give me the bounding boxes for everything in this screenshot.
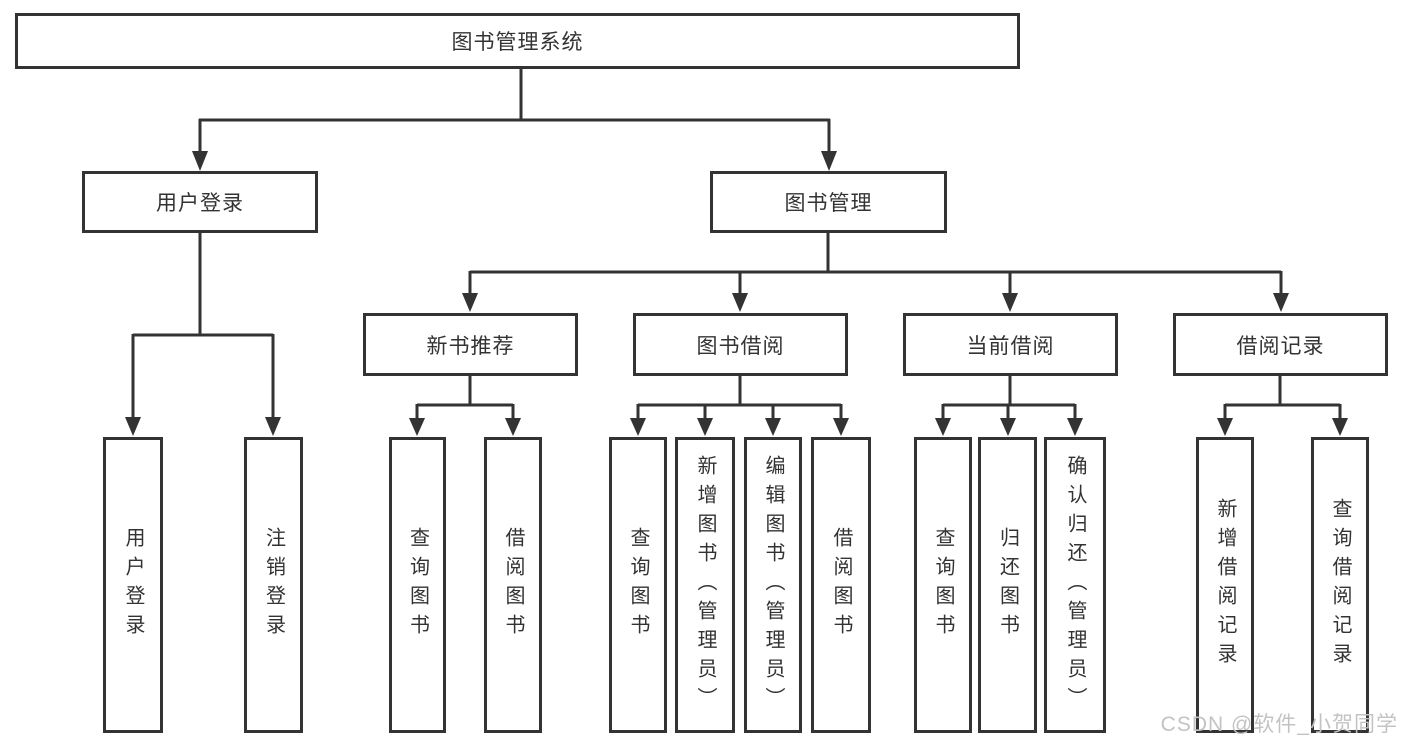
node-label: 查询图书	[627, 527, 649, 643]
node-label: 查询图书	[932, 527, 954, 643]
leaf-borrow-books-recommend: 借阅图书	[484, 437, 542, 733]
node-library-management-system: 图书管理系统	[15, 13, 1020, 69]
leaf-query-books-borrow: 查询图书	[609, 437, 667, 733]
leaf-return-book: 归还图书	[978, 437, 1037, 733]
node-label: 查询借阅记录	[1329, 498, 1351, 672]
node-label: 查询图书	[406, 527, 429, 643]
node-label: 注销登录	[262, 527, 285, 643]
node-label: 确认归还（管理员）	[1064, 454, 1086, 716]
node-new-book-recommend: 新书推荐	[363, 313, 578, 376]
leaf-query-borrow-record: 查询借阅记录	[1311, 437, 1369, 733]
leaf-logout: 注销登录	[244, 437, 303, 733]
csdn-watermark: CSDN @软件_小贺同学	[1160, 713, 1398, 736]
node-label: 借阅记录	[1236, 334, 1325, 358]
node-current-borrow: 当前借阅	[903, 313, 1118, 376]
node-label: 新增图书（管理员）	[694, 454, 716, 716]
node-label: 图书借阅	[696, 334, 785, 358]
leaf-confirm-return-admin: 确认归还（管理员）	[1044, 437, 1106, 733]
leaf-query-books-recommend: 查询图书	[389, 437, 446, 733]
leaf-add-borrow-record: 新增借阅记录	[1196, 437, 1254, 733]
leaf-borrow-books: 借阅图书	[811, 437, 871, 733]
node-label: 图书管理系统	[451, 31, 584, 54]
node-borrow-records: 借阅记录	[1173, 313, 1388, 376]
node-label: 借阅图书	[830, 527, 852, 643]
node-label: 当前借阅	[966, 334, 1055, 358]
node-label: 新增借阅记录	[1214, 498, 1236, 672]
node-label: 图书管理	[784, 192, 873, 215]
node-label: 归还图书	[996, 527, 1019, 643]
leaf-user-login: 用户登录	[103, 437, 163, 733]
node-label: 新书推荐	[426, 334, 515, 358]
node-book-management: 图书管理	[710, 171, 947, 233]
leaf-add-book-admin: 新增图书（管理员）	[675, 437, 735, 733]
node-user-login: 用户登录	[82, 171, 318, 233]
leaf-edit-book-admin: 编辑图书（管理员）	[744, 437, 802, 733]
node-label: 用户登录	[156, 192, 244, 215]
node-label: 用户登录	[122, 527, 144, 643]
node-book-borrow: 图书借阅	[633, 313, 848, 376]
leaf-query-books-current: 查询图书	[914, 437, 972, 733]
node-label: 编辑图书（管理员）	[762, 454, 784, 716]
node-label: 借阅图书	[502, 527, 524, 643]
